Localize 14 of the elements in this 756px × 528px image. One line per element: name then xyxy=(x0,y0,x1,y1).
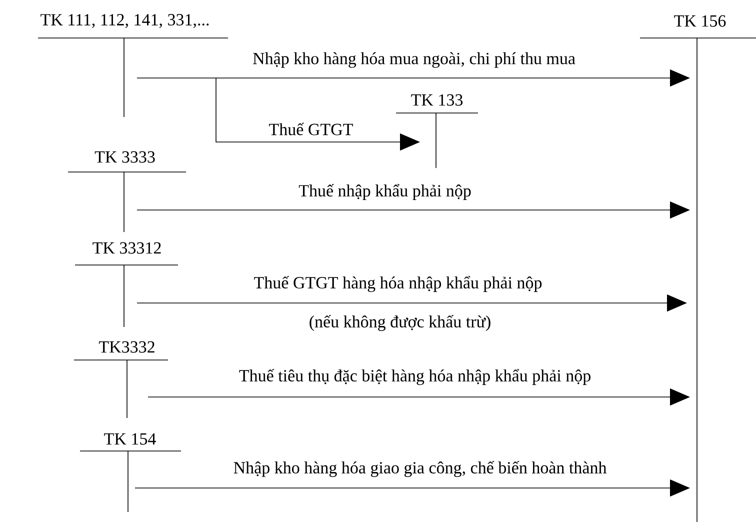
edge-label: Thuế tiêu thụ đặc biệt hàng hóa nhập khẩu phải nộp xyxy=(239,369,590,385)
t-account: TK 3333 xyxy=(68,151,186,232)
t-account: TK 154 xyxy=(80,433,182,512)
edge-label: Thuế GTGT xyxy=(269,122,353,136)
t-account: TK 111, 112, 141, 331,... xyxy=(38,14,228,118)
t-account: TK 156 xyxy=(640,15,756,522)
t-account: TK3332 xyxy=(74,341,168,418)
edge-label: Thuế GTGT hàng hóa nhập khẩu phải nộp xyxy=(254,276,542,292)
edge-label: Nhập kho hàng hóa giao gia công, chế biến hoàn thành xyxy=(234,461,607,477)
note-label: (nếu không được khấu trừ) xyxy=(310,315,490,331)
t-account: TK 33312 xyxy=(74,242,178,328)
t-account: TK 133 xyxy=(396,94,478,168)
edge-label: Nhập kho hàng hóa mua ngoài, chi phí thu mua xyxy=(253,52,576,68)
edge-label: Thuế nhập khẩu phải nộp xyxy=(298,184,471,200)
